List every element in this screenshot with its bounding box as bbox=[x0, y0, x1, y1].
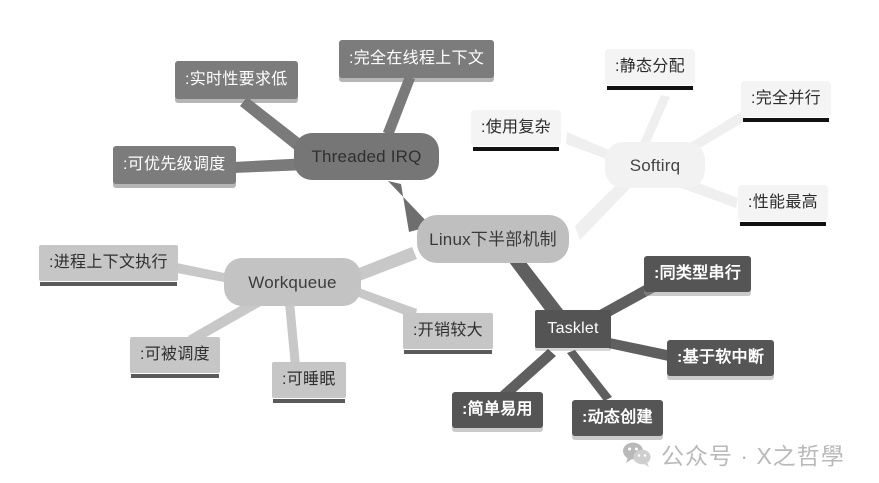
edge-wq-leaf-3 bbox=[285, 302, 300, 367]
edge-wq-leaf-1 bbox=[172, 262, 229, 283]
leaf-softirq-4-label: :性能最高 bbox=[748, 194, 818, 211]
leaf-irq-2-label: :完全在线程上下文 bbox=[349, 50, 485, 67]
wechat-icon bbox=[623, 442, 651, 467]
leaf-softirq-2[interactable]: :完全并行 bbox=[741, 81, 831, 122]
leaf-tasklet-2-label: :基于软中断 bbox=[677, 349, 765, 366]
leaf-tasklet-1[interactable]: :同类型串行 bbox=[644, 256, 752, 292]
leaf-tasklet-3[interactable]: :简单易用 bbox=[452, 392, 543, 428]
leaf-softirq-4[interactable]: :性能最高 bbox=[738, 185, 828, 226]
leaf-softirq-3-label: :使用复杂 bbox=[481, 119, 551, 136]
leaf-wq-2[interactable]: :可被调度 bbox=[130, 337, 220, 378]
leaf-wq-1[interactable]: :进程上下文执行 bbox=[39, 245, 178, 286]
node-threaded-irq[interactable]: Threaded IRQ bbox=[294, 133, 439, 180]
leaf-wq-3-label: :可睡眠 bbox=[282, 371, 336, 388]
watermark-text: 公众号 · X之哲學 bbox=[661, 443, 845, 469]
node-softirq-label: Softirq bbox=[629, 155, 681, 175]
node-softirq[interactable]: Softirq bbox=[605, 142, 705, 188]
leaf-softirq-2-label: :完全并行 bbox=[751, 90, 821, 107]
leaf-irq-2[interactable]: :完全在线程上下文 bbox=[339, 40, 495, 78]
leaf-wq-1-label: :进程上下文执行 bbox=[49, 254, 168, 271]
node-center-label: Linux下半部机制 bbox=[429, 229, 557, 249]
node-tasklet-label: Tasklet bbox=[547, 320, 599, 337]
leaf-tasklet-3-label: :简单易用 bbox=[462, 401, 533, 418]
leaf-wq-3[interactable]: :可睡眠 bbox=[272, 362, 346, 403]
leaf-softirq-1[interactable]: :静态分配 bbox=[605, 49, 695, 90]
edge-center-softirq bbox=[575, 183, 630, 240]
leaf-softirq-1-label: :静态分配 bbox=[615, 58, 685, 75]
node-center[interactable]: Linux下半部机制 bbox=[417, 215, 569, 263]
leaf-tasklet-4[interactable]: :动态创建 bbox=[572, 400, 663, 436]
node-workqueue-label: Workqueue bbox=[248, 272, 337, 292]
edge-softirq-leaf-1 bbox=[640, 95, 670, 147]
leaf-irq-1[interactable]: :实时性要求低 bbox=[175, 61, 298, 99]
edge-irq-leaf-2 bbox=[383, 76, 415, 136]
node-workqueue[interactable]: Workqueue bbox=[224, 258, 361, 306]
edge-tasklet-leaf-3 bbox=[500, 349, 556, 398]
leaf-wq-4[interactable]: :开销较大 bbox=[403, 313, 493, 354]
leaf-irq-1-label: :实时性要求低 bbox=[185, 71, 288, 88]
node-threaded-irq-label: Threaded IRQ bbox=[311, 147, 422, 166]
leaf-wq-4-label: :开销较大 bbox=[413, 322, 483, 339]
leaf-irq-3-label: :可优先级调度 bbox=[123, 156, 226, 173]
node-tasklet[interactable]: Tasklet bbox=[535, 310, 611, 348]
leaf-irq-3[interactable]: :可优先级调度 bbox=[113, 146, 236, 184]
edge-tasklet-leaf-4 bbox=[567, 350, 612, 401]
leaf-tasklet-1-label: :同类型串行 bbox=[654, 265, 742, 282]
leaf-tasklet-4-label: :动态创建 bbox=[582, 409, 653, 426]
leaf-tasklet-2[interactable]: :基于软中断 bbox=[667, 340, 775, 376]
leaf-wq-2-label: :可被调度 bbox=[140, 346, 210, 363]
watermark: 公众号 · X之哲學 bbox=[622, 437, 845, 471]
leaf-softirq-3[interactable]: :使用复杂 bbox=[471, 110, 561, 151]
